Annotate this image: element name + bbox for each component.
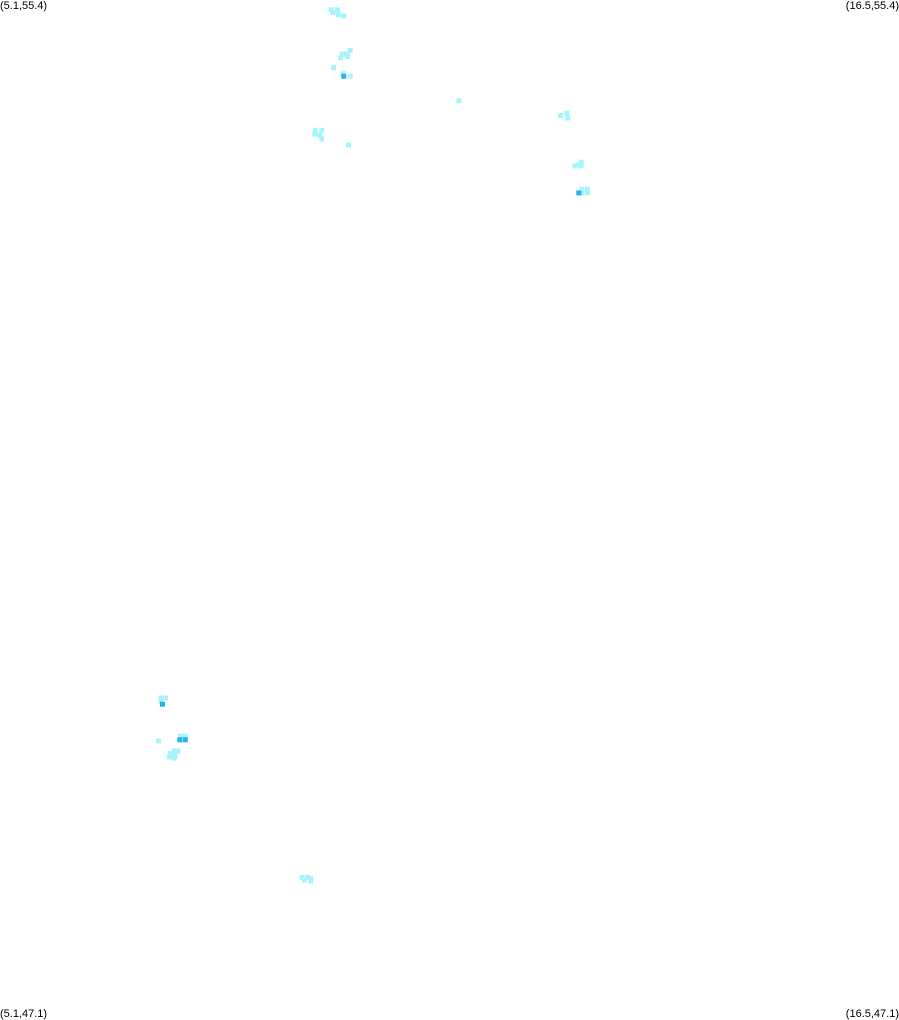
corner-label-bottom-right: (16.5,47.1) xyxy=(845,1008,899,1020)
map-marker[interactable] xyxy=(316,132,322,138)
map-marker[interactable] xyxy=(341,73,347,79)
map-marker[interactable] xyxy=(579,190,585,196)
map-marker[interactable] xyxy=(163,695,169,701)
map-marker[interactable] xyxy=(319,127,325,133)
map-marker[interactable] xyxy=(338,55,344,61)
map-marker[interactable] xyxy=(175,748,181,754)
map-marker[interactable] xyxy=(171,748,177,754)
map-marker[interactable] xyxy=(346,142,352,148)
map-marker[interactable] xyxy=(160,701,165,707)
corner-label-top-left: (5.1,55.4) xyxy=(0,0,48,12)
map-marker[interactable] xyxy=(335,12,341,18)
map-marker[interactable] xyxy=(319,136,325,142)
map-marker[interactable] xyxy=(182,733,188,739)
map-marker[interactable] xyxy=(341,13,347,19)
map-marker[interactable] xyxy=(345,54,351,59)
map-marker[interactable] xyxy=(565,115,571,121)
map-marker[interactable] xyxy=(308,878,314,884)
map-marker[interactable] xyxy=(305,874,311,880)
map-marker[interactable] xyxy=(167,750,173,756)
map-marker[interactable] xyxy=(585,186,590,192)
map-marker[interactable] xyxy=(558,113,564,118)
map-marker[interactable] xyxy=(178,733,184,739)
map-marker[interactable] xyxy=(331,65,337,71)
map-marker[interactable] xyxy=(576,190,582,196)
map-marker[interactable] xyxy=(335,7,340,13)
map-marker[interactable] xyxy=(572,163,578,169)
map-marker[interactable] xyxy=(456,98,462,104)
map-marker[interactable] xyxy=(158,695,164,701)
map-marker[interactable] xyxy=(339,51,345,57)
map-marker[interactable] xyxy=(347,73,353,79)
map-marker[interactable] xyxy=(177,737,183,743)
map-marker[interactable] xyxy=(312,127,318,133)
map-marker[interactable] xyxy=(347,47,353,53)
map-marker[interactable] xyxy=(564,110,570,116)
map-marker[interactable] xyxy=(330,9,336,15)
map-marker[interactable] xyxy=(182,737,188,743)
map-marker[interactable] xyxy=(585,190,590,196)
map-marker[interactable] xyxy=(156,738,161,744)
map-marker[interactable] xyxy=(312,131,318,137)
map-marker[interactable] xyxy=(171,755,177,761)
map-marker[interactable] xyxy=(579,186,585,192)
map-marker[interactable] xyxy=(578,163,584,169)
corner-label-top-right: (16.5,55.4) xyxy=(845,0,899,12)
corner-label-bottom-left: (5.1,47.1) xyxy=(0,1008,48,1020)
map-marker[interactable] xyxy=(301,877,307,883)
map-marker[interactable] xyxy=(167,754,172,760)
marker-layer xyxy=(156,7,590,884)
